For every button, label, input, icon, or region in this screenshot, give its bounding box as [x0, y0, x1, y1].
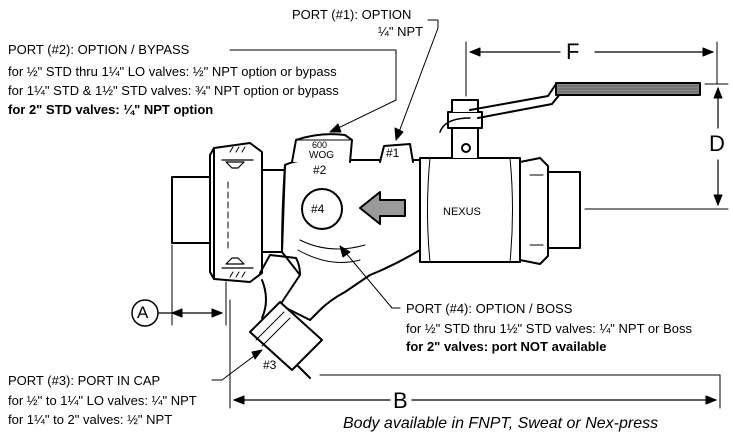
- port3-line2: for 1¼" to 2" valves: ½" NPT: [8, 412, 173, 427]
- caption: Body available in FNPT, Sweat or Nex-pre…: [343, 415, 659, 432]
- port4-num: #4: [311, 202, 325, 216]
- strainer-body: [279, 158, 421, 321]
- port4-line1: for ½" STD thru 1½" STD valves: ¼" NPT o…: [406, 321, 692, 336]
- port1-title: PORT (#1): OPTION: [292, 7, 412, 22]
- boss2-rating: 600: [312, 140, 328, 150]
- port-4-circle: [301, 188, 343, 230]
- dim-b-label: B: [393, 388, 408, 413]
- port3-title: PORT (#3): PORT IN CAP: [8, 373, 161, 388]
- leader-port1: [395, 19, 439, 141]
- boss-1: [379, 143, 414, 163]
- port2-line3: for 2" STD valves: ¼" NPT option: [8, 102, 214, 117]
- right-hex: [519, 157, 549, 265]
- valve-stem: [451, 127, 479, 159]
- flow-arrow: [359, 191, 406, 225]
- port2-line2: for 1¼" STD & 1½" STD valves: ¾" NPT opt…: [8, 83, 339, 98]
- boss2-wog: WOG: [309, 150, 334, 161]
- leader-port4: [339, 245, 401, 309]
- right-pipe: [547, 171, 581, 249]
- dim-f-label: F: [566, 39, 580, 64]
- leader-port2: [229, 49, 397, 133]
- dim-a-label: A: [137, 303, 149, 322]
- cap-num: #3: [263, 358, 277, 372]
- leader-port3: [211, 349, 263, 381]
- left-pipe: [171, 176, 216, 244]
- port2-title: PORT (#2): OPTION / BYPASS: [8, 42, 190, 57]
- port4-title: PORT (#4): OPTION / BOSS: [406, 301, 573, 316]
- brand-label: NEXUS: [443, 206, 481, 218]
- union-nut: [209, 142, 263, 283]
- dim-d-label: D: [709, 131, 725, 156]
- dim-a-circle: [131, 299, 159, 327]
- port1-size: ¼" NPT: [378, 24, 424, 39]
- port3-line1: for ½" to 1¼" LO valves: ¼" NPT: [8, 393, 197, 408]
- boss2-num: #2: [313, 163, 327, 177]
- strainer-cap: [249, 301, 323, 371]
- ball-valve-body: [419, 157, 521, 263]
- port4-line2: for 2" valves: port NOT available: [406, 339, 607, 354]
- port2-line1: for ½" STD thru 1¼" LO valves: ½" NPT op…: [8, 64, 337, 79]
- boss1-num: #1: [386, 146, 400, 160]
